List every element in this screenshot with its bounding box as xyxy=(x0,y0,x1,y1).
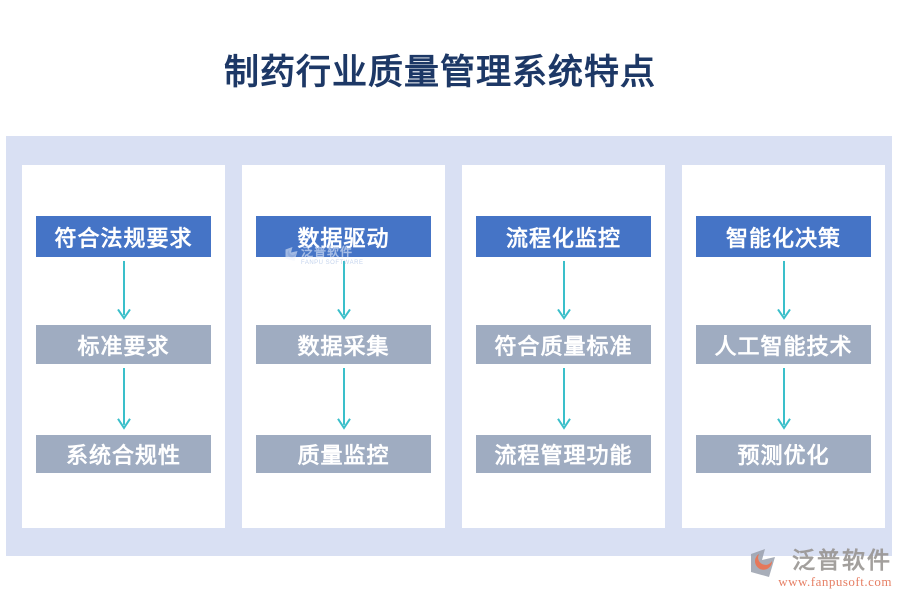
feature-header-box: 智能化决策 xyxy=(696,216,871,257)
feature-header-box: 流程化监控 xyxy=(476,216,651,257)
down-arrow-icon xyxy=(116,364,132,435)
feature-step-box: 标准要求 xyxy=(36,325,211,364)
feature-step-box: 人工智能技术 xyxy=(696,325,871,364)
feature-step-box: 流程管理功能 xyxy=(476,435,651,473)
features-panel: 符合法规要求 标准要求 系统合规性 数据驱动 xyxy=(6,136,892,556)
down-arrow-icon xyxy=(336,364,352,435)
down-arrow-icon xyxy=(776,364,792,435)
down-arrow-icon xyxy=(556,257,572,325)
feature-step-box: 预测优化 xyxy=(696,435,871,473)
feature-step-box: 质量监控 xyxy=(256,435,431,473)
down-arrow-icon xyxy=(116,257,132,325)
down-arrow-icon xyxy=(556,364,572,435)
feature-step-box: 数据采集 xyxy=(256,325,431,364)
down-arrow-icon xyxy=(336,257,352,325)
feature-header-box: 数据驱动 xyxy=(256,216,431,257)
feature-header-box: 符合法规要求 xyxy=(36,216,211,257)
feature-column-intelligent-decision: 智能化决策 人工智能技术 预测优化 xyxy=(682,165,885,528)
page-title: 制药行业质量管理系统特点 xyxy=(223,53,656,92)
fanpu-brand-footer: 泛普软件 www.fanpusoft.com xyxy=(748,548,892,590)
feature-column-data-driven: 数据驱动 数据采集 质量监控 xyxy=(242,165,445,528)
feature-column-compliance: 符合法规要求 标准要求 系统合规性 xyxy=(22,165,225,528)
feature-step-box: 符合质量标准 xyxy=(476,325,651,364)
watermark-subtext: FANPU SOFTWARE xyxy=(301,260,364,266)
down-arrow-icon xyxy=(776,257,792,325)
feature-step-box: 系统合规性 xyxy=(36,435,211,473)
brand-name: 泛普软件 xyxy=(792,548,892,573)
brand-url: www.fanpusoft.com xyxy=(778,574,892,590)
feature-column-process-monitor: 流程化监控 符合质量标准 流程管理功能 xyxy=(462,165,665,528)
fanpu-logo-icon xyxy=(748,548,776,583)
